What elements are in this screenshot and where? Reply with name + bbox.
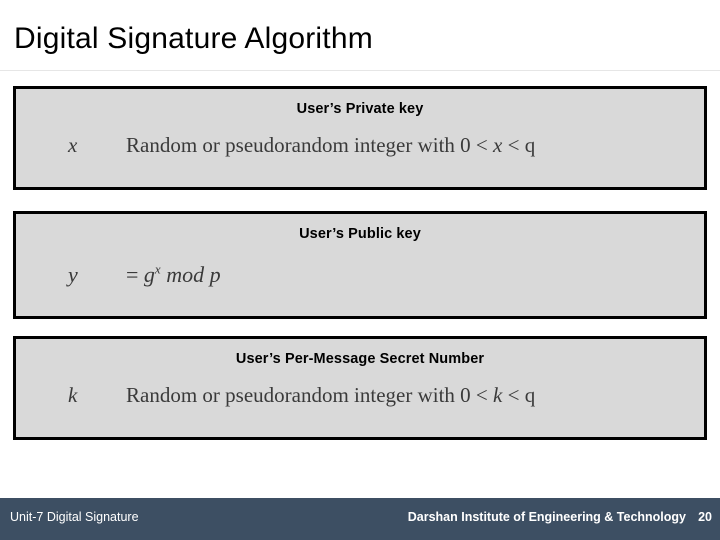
footer-institute-label: Darshan Institute of Engineering & Techn…	[407, 510, 686, 524]
title-divider	[0, 70, 720, 71]
private-key-formula-text: Random or pseudorandom integer with 0 < …	[126, 133, 535, 158]
secret-number-formula-pre: Random or pseudorandom integer with 0 <	[126, 383, 494, 407]
page-title: Digital Signature Algorithm	[14, 22, 373, 55]
public-key-box: User’s Public key y = gx mod p	[13, 211, 707, 319]
secret-number-box: User’s Per-Message Secret Number k Rando…	[13, 336, 707, 440]
private-key-formula-var: x	[493, 133, 503, 157]
private-key-variable: x	[68, 133, 78, 157]
public-key-heading: User’s Public key	[299, 226, 421, 242]
public-key-base: g	[143, 262, 155, 287]
secret-number-formula-var: k	[493, 383, 503, 407]
secret-number-heading: User’s Per-Message Secret Number	[235, 351, 485, 367]
secret-number-formula: k Random or pseudorandom integer with 0 …	[16, 383, 704, 408]
secret-number-formula-text: Random or pseudorandom integer with 0 < …	[126, 383, 535, 408]
public-key-formula: y = gx mod p	[16, 262, 704, 288]
footer-unit-label: Unit-7 Digital Signature	[10, 510, 139, 524]
private-key-formula: x Random or pseudorandom integer with 0 …	[16, 133, 704, 158]
private-key-heading: User’s Private key	[296, 101, 424, 117]
private-key-formula-post: < q	[502, 133, 536, 157]
footer-page-number: 20	[698, 510, 712, 524]
public-key-formula-text: = gx mod p	[126, 262, 221, 288]
public-key-equals: =	[126, 262, 144, 287]
public-key-variable: y	[68, 262, 78, 287]
public-key-modulus: mod p	[160, 262, 221, 287]
private-key-box: User’s Private key x Random or pseudoran…	[13, 86, 707, 190]
secret-number-formula-post: < q	[502, 383, 536, 407]
private-key-formula-pre: Random or pseudorandom integer with 0 <	[126, 133, 494, 157]
footer-bar: Unit-7 Digital Signature Darshan Institu…	[0, 498, 720, 540]
secret-number-variable: k	[68, 383, 78, 407]
public-key-exponent: x	[154, 261, 161, 277]
